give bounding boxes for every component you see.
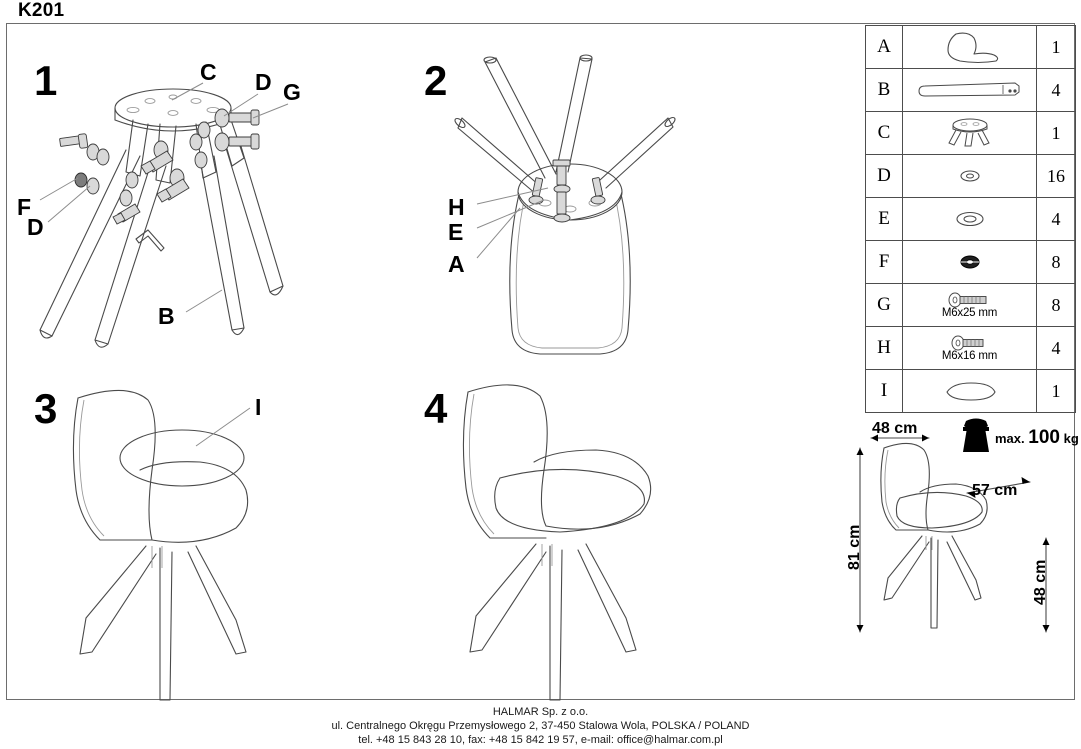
part-spec: M6x25 mm <box>941 306 998 319</box>
part-qty: 1 <box>1036 369 1076 413</box>
table-row: D 16 <box>865 154 1076 198</box>
part-spec: M6x16 mm <box>941 349 998 362</box>
cushion-icon <box>945 382 996 401</box>
leg-icon <box>917 82 1019 97</box>
part-letter: I <box>865 369 903 413</box>
part-qty: 1 <box>1036 111 1076 155</box>
callout-step3-i: I <box>255 394 262 420</box>
step-number-1: 1 <box>34 57 58 104</box>
dimension-depth-label: 57 cm <box>972 482 1018 499</box>
step-number-4: 4 <box>424 385 448 432</box>
max-load-unit: kg <box>1063 431 1079 446</box>
part-icon-cell: M6x25 mm <box>902 283 1037 327</box>
part-letter: G <box>865 283 903 327</box>
part-letter: A <box>865 25 903 69</box>
bolt-icon <box>951 335 983 350</box>
part-letter: B <box>865 68 903 112</box>
base-bracket-icon <box>947 118 990 147</box>
part-icon-cell <box>902 25 1037 69</box>
seat-shell-icon <box>946 32 998 64</box>
callout-step1-d-top: D <box>255 69 272 95</box>
table-row: B 4 <box>865 68 1076 112</box>
max-load-prefix: max. <box>995 431 1025 446</box>
max-load-label: max. 100 kg <box>995 428 1079 447</box>
part-qty: 4 <box>1036 68 1076 112</box>
max-load-value: 100 <box>1028 427 1060 448</box>
part-icon-cell: M6x16 mm <box>902 326 1037 370</box>
bolt-icon <box>948 292 986 307</box>
footer-contact: tel. +48 15 843 28 10, fax: +48 15 842 1… <box>358 734 723 746</box>
part-qty: 16 <box>1036 154 1076 198</box>
part-icon-cell <box>902 154 1037 198</box>
table-row: G M6x25 mm <box>865 283 1076 327</box>
table-row: E 4 <box>865 197 1076 241</box>
table-row: C 1 <box>865 111 1076 155</box>
callout-step1-c: C <box>200 59 217 85</box>
callout-step1-b: B <box>158 303 175 329</box>
table-row: I 1 <box>865 369 1076 413</box>
footer: HALMAR Sp. z o.o. ul. Centralnego Okręgu… <box>0 705 1081 747</box>
step-number-2: 2 <box>424 57 448 104</box>
dimension-height-label: 81 cm <box>846 524 863 570</box>
part-letter: D <box>865 154 903 198</box>
part-qty: 4 <box>1036 197 1076 241</box>
part-icon-cell <box>902 369 1037 413</box>
callout-step1-d-left: D <box>27 214 44 240</box>
step-number-3: 3 <box>34 385 58 432</box>
washer-large-icon <box>955 211 984 227</box>
part-qty: 4 <box>1036 326 1076 370</box>
callout-step2-h: H <box>448 194 465 220</box>
table-row: A 1 <box>865 25 1076 69</box>
part-letter: C <box>865 111 903 155</box>
part-qty: 8 <box>1036 283 1076 327</box>
part-icon-cell <box>902 240 1037 284</box>
dimension-width-label: 48 cm <box>872 420 918 437</box>
part-letter: F <box>865 240 903 284</box>
washer-small-icon <box>959 170 980 182</box>
footer-company: HALMAR Sp. z o.o. <box>492 706 589 718</box>
model-code: K201 <box>18 0 65 21</box>
table-row: F 8 <box>865 240 1076 284</box>
parts-list-table: A 1 B <box>865 25 1076 413</box>
table-row: H M6x16 mm <box>865 326 1076 370</box>
dimension-seat-height-label: 48 cm <box>1032 559 1049 605</box>
nut-icon <box>960 255 979 269</box>
callout-step2-e: E <box>448 219 464 245</box>
part-qty: 8 <box>1036 240 1076 284</box>
part-icon-cell <box>902 111 1037 155</box>
footer-address: ul. Centralnego Okręgu Przemysłowego 2, … <box>331 720 750 732</box>
part-icon-cell <box>902 197 1037 241</box>
part-letter: E <box>865 197 903 241</box>
callout-step1-g: G <box>283 79 301 105</box>
part-qty: 1 <box>1036 25 1076 69</box>
callout-step2-a: A <box>448 251 465 277</box>
callout-step1-f: F <box>17 194 32 220</box>
part-letter: H <box>865 326 903 370</box>
part-icon-cell <box>902 68 1037 112</box>
